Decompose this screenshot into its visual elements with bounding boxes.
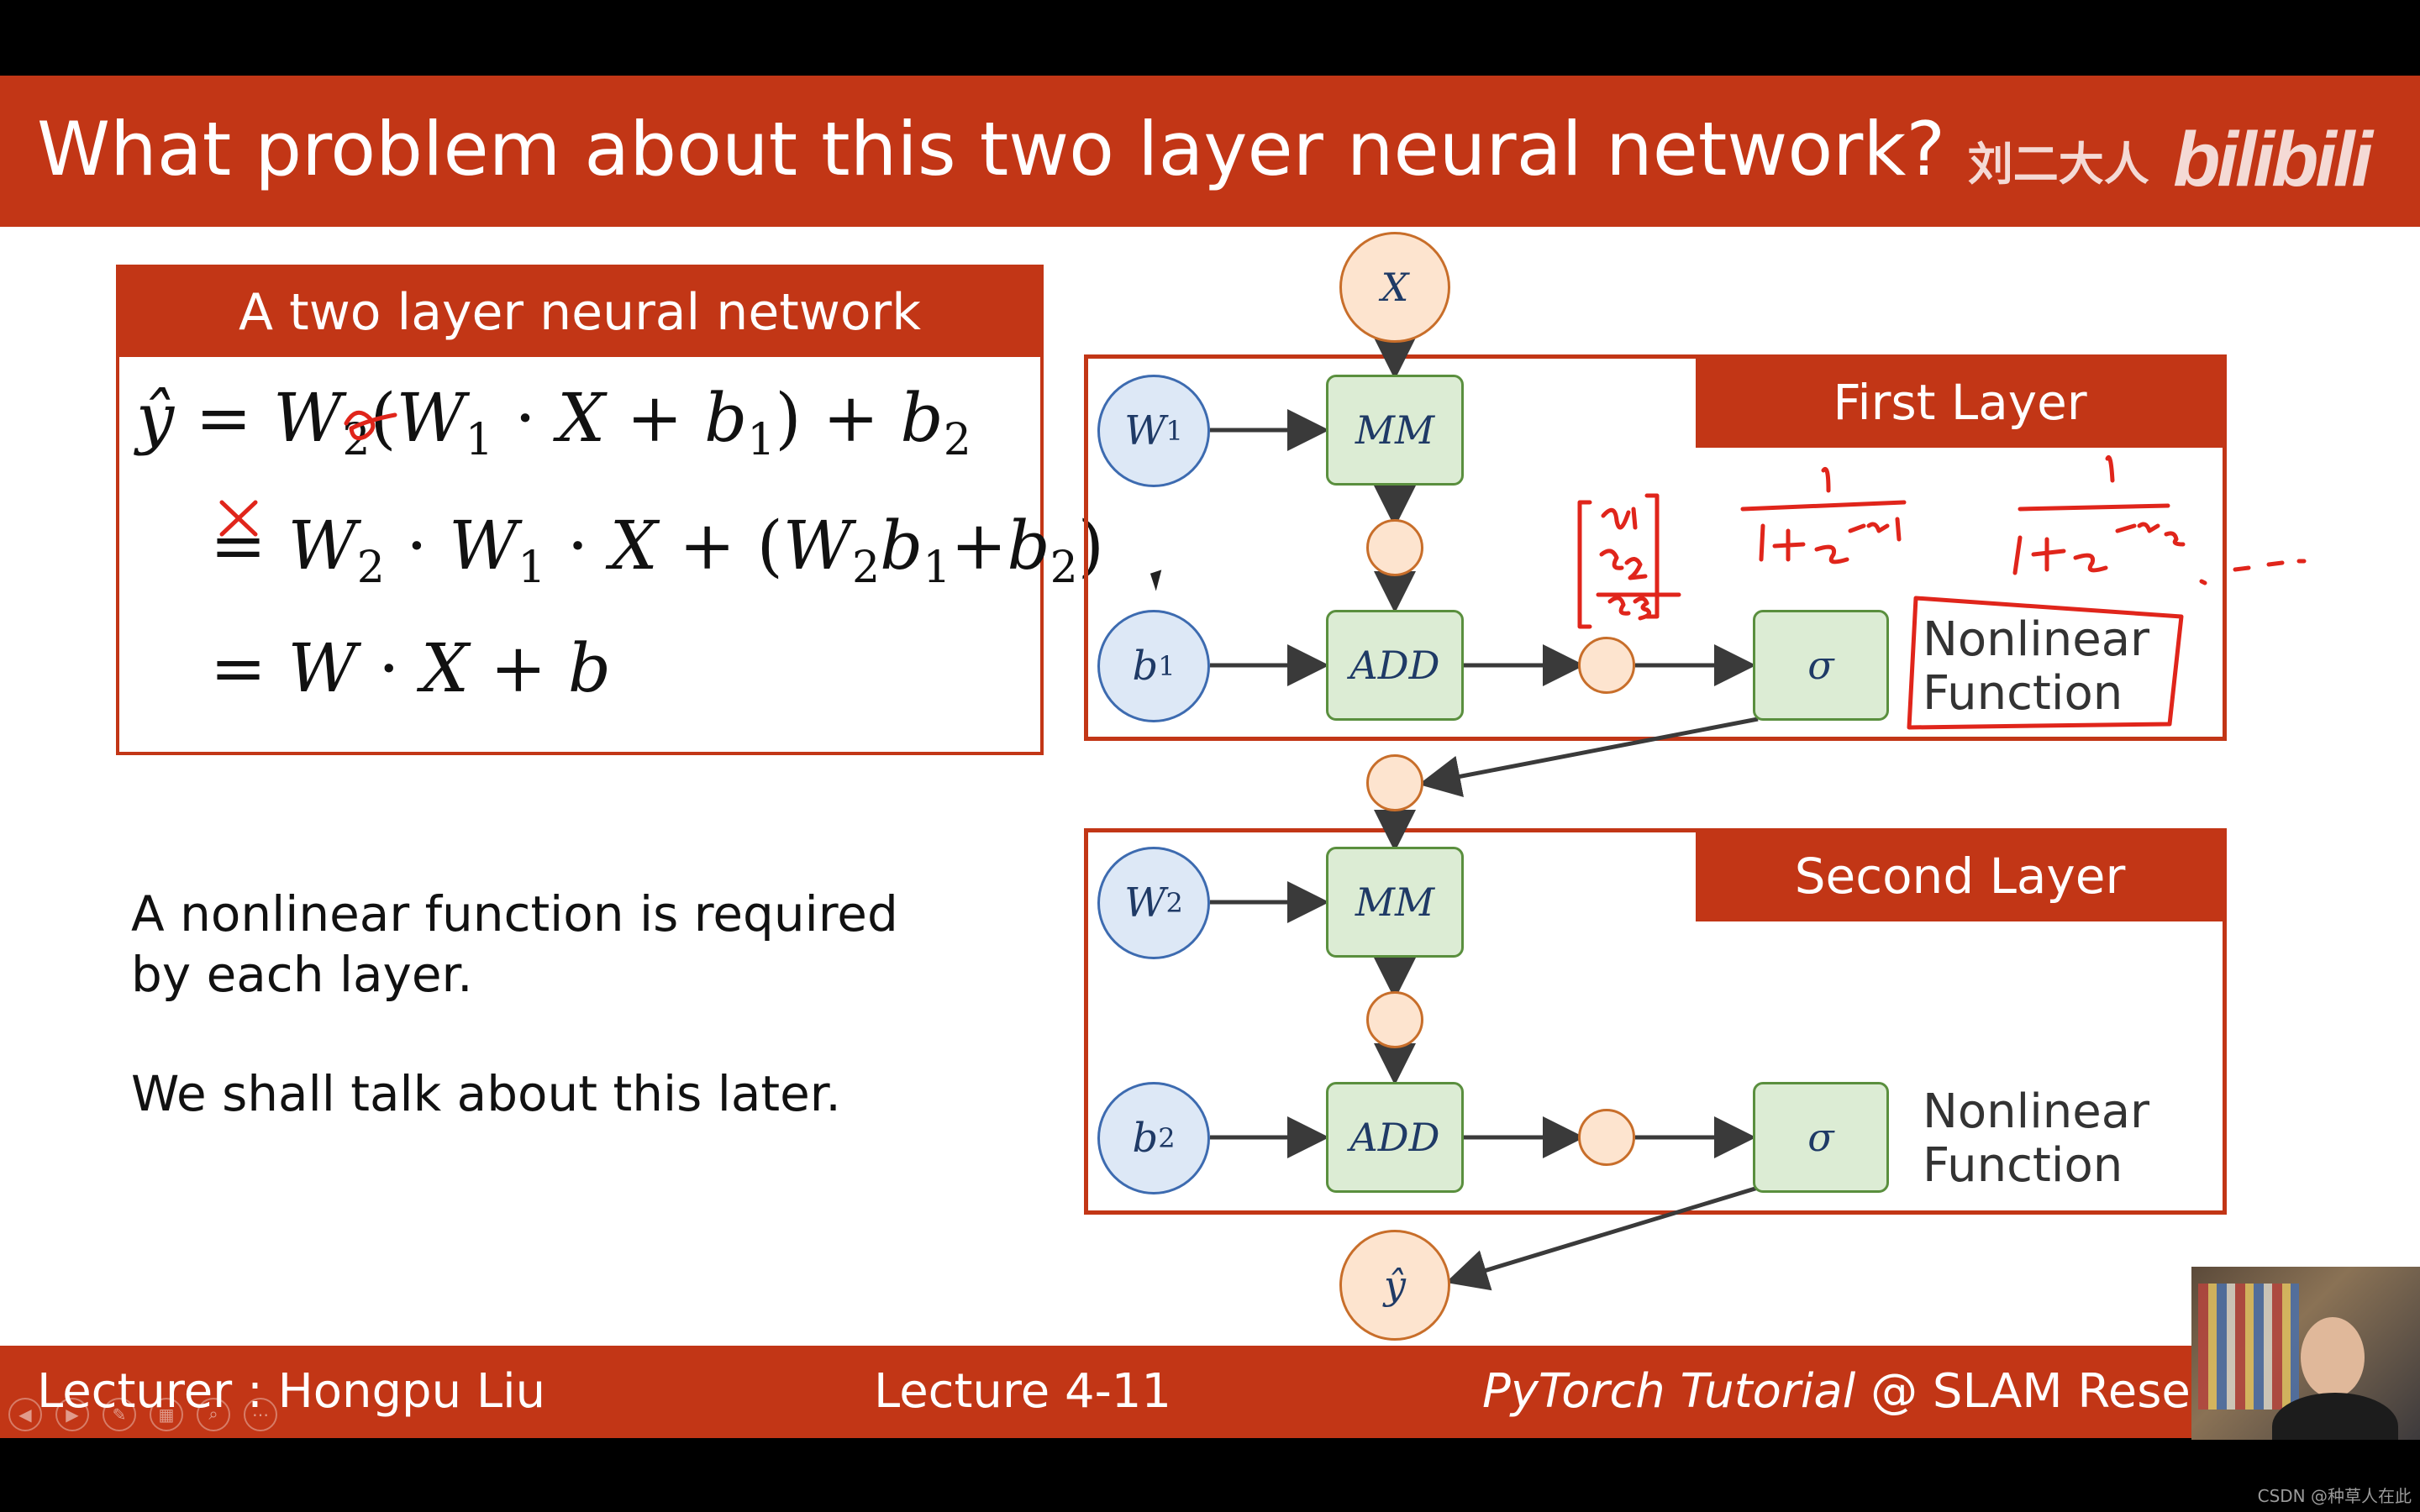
bilibili-logo: bilibili (2173, 117, 2373, 202)
add-node-layer1: ADD (1326, 610, 1464, 721)
footer-tutorial: PyTorch Tutorial @ SLAM Resear (1482, 1346, 2238, 1438)
intermediate-node-layer1-a (1366, 519, 1423, 576)
csdn-credit: CSDN @种草人在此 (2257, 1486, 2412, 1506)
footer-lab: @ SLAM Resear (1855, 1364, 2239, 1419)
second-layer-label: Second Layer (1696, 831, 2224, 921)
equation-box-title: A two layer neural network (119, 268, 1040, 357)
sigma-node-layer2: σ (1753, 1082, 1889, 1193)
equation-line-2: = W2 · W1 · X + (W2b1+b2) (210, 507, 1104, 593)
slide: What problem about this two layer neural… (0, 76, 2420, 1438)
more-options-icon[interactable]: ⋯ (244, 1398, 277, 1431)
w2-label: W (1124, 879, 1166, 927)
later-note: We shall talk about this later. (131, 1065, 841, 1122)
slides-grid-icon[interactable]: ▦ (150, 1398, 183, 1431)
webcam-lecturer-body (2272, 1393, 2398, 1440)
second-layer-box (1084, 828, 2227, 1215)
intermediate-node-layer2-b (1578, 1109, 1635, 1166)
equation-line-1: ŷ = W2(W1 · X + b1) + b2 (136, 379, 971, 465)
nonlinear-label-1-line-2: Function (1923, 666, 2123, 721)
previous-slide-icon[interactable]: ◀ (8, 1398, 42, 1431)
intermediate-node-layer1-b (1578, 637, 1635, 694)
nonlinear-function-label-layer2: Nonlinear Function (1923, 1085, 2149, 1193)
footer-lecture-number: Lecture 4-11 (874, 1364, 1172, 1419)
equation-box: A two layer neural network ŷ = W2(W1 · X… (116, 265, 1104, 755)
diagram-connectors (1210, 338, 1759, 1291)
title-bar: What problem about this two layer neural… (0, 76, 2420, 227)
w2-subscript: 2 (1165, 887, 1183, 919)
nonlinear-note-line-1: A nonlinear function is required (131, 885, 898, 942)
first-layer-label: First Layer (1696, 357, 2224, 448)
b1-label: b (1132, 643, 1159, 690)
b2-subscript: 2 (1158, 1122, 1176, 1154)
nonlinear-label-2-line-2: Function (1923, 1138, 2123, 1193)
nonlinear-label-1-line-1: Nonlinear (1923, 612, 2150, 667)
b1-subscript: 1 (1158, 650, 1176, 682)
nonlinear-label-2-line-1: Nonlinear (1923, 1084, 2150, 1139)
footer-tutorial-name: PyTorch Tutorial (1482, 1364, 1856, 1419)
nonlinear-function-label-layer1: Nonlinear Function (1923, 613, 2149, 721)
watermark-author: 刘二大人 (1967, 138, 2149, 191)
equation-line-3: = W · X + b (210, 629, 612, 707)
slide-player-controls: ◀ ▶ ✎ ▦ ⌕ ⋯ (8, 1398, 277, 1431)
mm-node-layer1: MM (1326, 375, 1464, 486)
webcam-bookshelf (2198, 1284, 2299, 1410)
bilibili-watermark: 刘二大人 bilibili (1967, 116, 2373, 204)
between-layers-node (1366, 754, 1423, 811)
mm-node-layer2: MM (1326, 847, 1464, 958)
lecturer-webcam (2191, 1267, 2420, 1440)
pen-icon[interactable]: ✎ (103, 1398, 136, 1431)
slide-title: What problem about this two layer neural… (37, 106, 1946, 192)
add-node-layer2: ADD (1326, 1082, 1464, 1193)
input-x-node: X (1339, 232, 1450, 343)
footer-bar: Lecturer : Hongpu Liu Lecture 4-11 PyTor… (0, 1346, 2420, 1438)
output-yhat-node: ŷ (1339, 1230, 1450, 1341)
w1-subscript: 1 (1165, 415, 1183, 447)
sigma-node-layer1: σ (1753, 610, 1889, 721)
webcam-lecturer-head (2301, 1317, 2365, 1398)
w1-label: W (1124, 407, 1166, 454)
b2-label: b (1132, 1115, 1159, 1162)
next-slide-icon[interactable]: ▶ (55, 1398, 89, 1431)
intermediate-node-layer2-a (1366, 991, 1423, 1048)
nonlinear-note-line-2: by each layer. (131, 946, 473, 1003)
zoom-icon[interactable]: ⌕ (197, 1398, 230, 1431)
nonlinear-note: A nonlinear function is required by each… (131, 884, 971, 1005)
